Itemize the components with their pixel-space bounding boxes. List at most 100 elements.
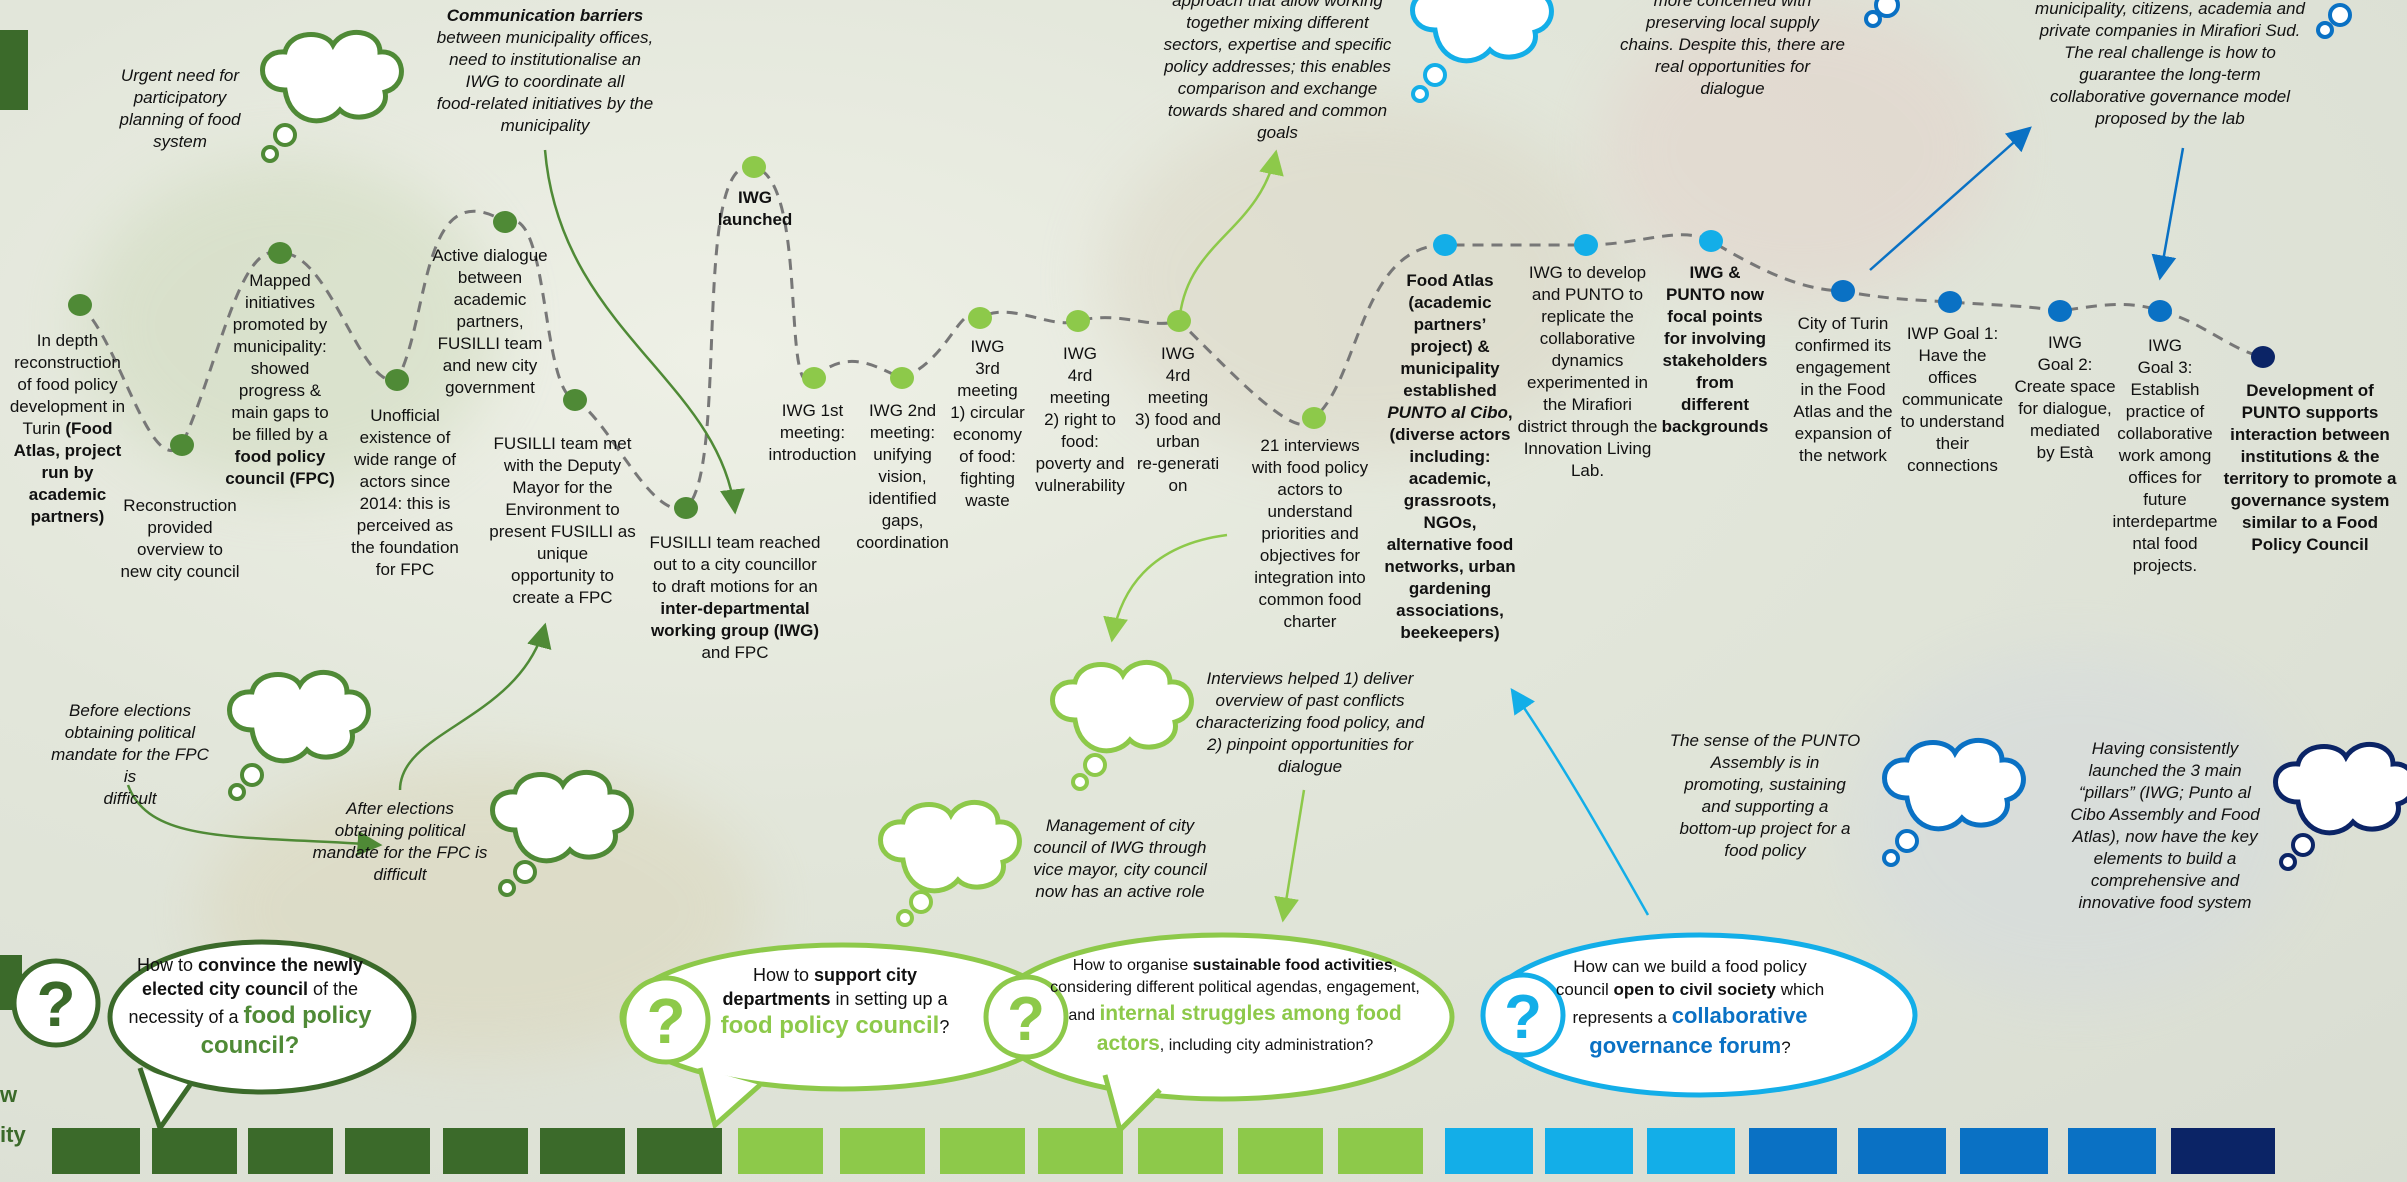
timeline-node-n6 [563, 389, 587, 411]
bar-segment [2171, 1128, 2275, 1174]
bar-segment [1545, 1128, 1633, 1174]
bar-segment [1138, 1128, 1223, 1174]
timeline-node-n10 [890, 367, 914, 389]
timeline-node-n4 [385, 369, 409, 391]
bar-segment [738, 1128, 823, 1174]
timeline-node-n17 [1699, 230, 1723, 252]
bar-segment [345, 1128, 430, 1174]
question-bubble-3: ? [983, 932, 1455, 1135]
arrow-mirafiori [1869, 126, 2032, 271]
arrow-charter [1274, 789, 1306, 923]
timeline-node-n19 [1938, 291, 1962, 313]
bar-segment [1338, 1128, 1423, 1174]
timeline-node-n9 [802, 367, 826, 389]
bar-segment [52, 1128, 140, 1174]
timeline-node-n22 [2251, 346, 2275, 368]
side-text-2: ity [0, 1122, 26, 1147]
bar-segment [1038, 1128, 1123, 1174]
timeline-node-n12 [1066, 310, 1090, 332]
timeline-node-n1 [68, 294, 92, 316]
thought-cloud [1050, 659, 1194, 791]
bar-segment [1445, 1128, 1533, 1174]
thought-cloud [2273, 741, 2407, 871]
question-bubble-4: ? [1480, 932, 1918, 1098]
bar-segment [443, 1128, 528, 1174]
timeline-node-n8 [742, 156, 766, 178]
bar-segment [1647, 1128, 1735, 1174]
bar-segment [1858, 1128, 1946, 1174]
svg-text:?: ? [646, 985, 685, 1057]
svg-text:?: ? [1504, 983, 1542, 1052]
thought-cloud [878, 799, 1022, 927]
timeline-node-n2 [170, 434, 194, 456]
svg-text:?: ? [1007, 985, 1045, 1054]
arrow-barriers [543, 149, 745, 515]
thought-cloud [260, 29, 404, 163]
thought-cloud [227, 669, 371, 801]
bar-segment [1749, 1128, 1837, 1174]
bar-segment [152, 1128, 237, 1174]
thought-cloud [1864, 0, 1900, 28]
bar-segment [637, 1128, 722, 1174]
question-text-2: How to support city departments in setti… [720, 965, 950, 1039]
question-text-3: How to organise sustainable food activit… [1050, 957, 1420, 1055]
timeline-node-n20 [2048, 300, 2072, 322]
timeline-node-n3 [268, 242, 292, 264]
bar-segment [248, 1128, 333, 1174]
question-bubble-1: ? [11, 939, 417, 1134]
timeline-node-n7 [674, 497, 698, 519]
timeline-node-n21 [2148, 300, 2172, 322]
timeline-node-n16 [1574, 234, 1598, 256]
thought-cloud [490, 769, 634, 897]
edge-shape-top [0, 30, 28, 110]
bar-segment [540, 1128, 625, 1174]
thought-cloud [2316, 3, 2352, 39]
bar-segment [840, 1128, 925, 1174]
arrow-after-elections [398, 622, 552, 791]
timeline-bar [52, 1128, 2275, 1174]
question-text-4: How can we build a food policy council o… [1555, 957, 1825, 1058]
timeline-node-n11 [968, 307, 992, 329]
timeline-node-n18 [1831, 280, 1855, 302]
thought-cloud [1410, 0, 1554, 103]
timeline-node-n14 [1302, 407, 1326, 429]
arrow-before-elections [126, 784, 383, 856]
bar-segment [2068, 1128, 2156, 1174]
side-text-1: w [0, 1082, 18, 1107]
bar-segment [1238, 1128, 1323, 1174]
arrow-approach [1178, 149, 1284, 316]
timeline-node-n15 [1433, 234, 1457, 256]
timeline-node-n5 [493, 211, 517, 233]
arrow-assembly [1510, 687, 1650, 916]
